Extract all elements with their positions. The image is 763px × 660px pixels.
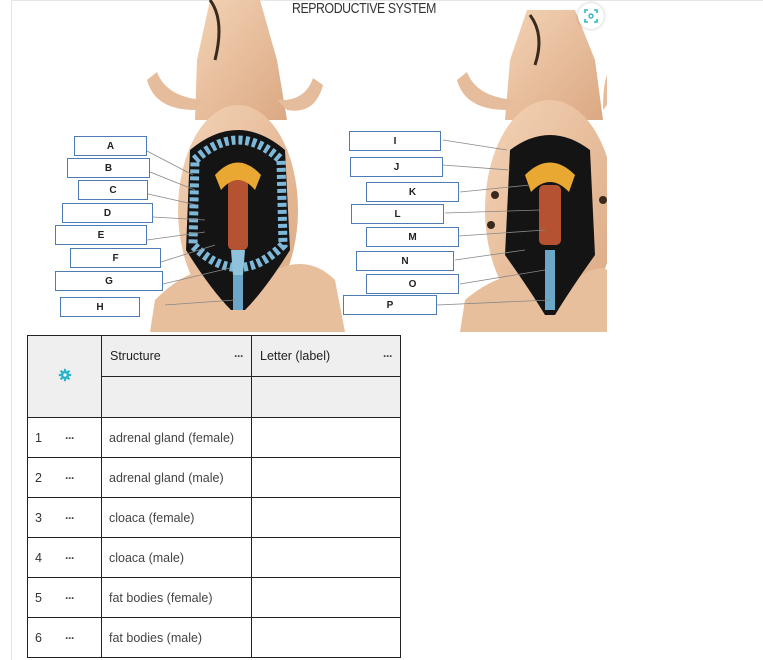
row-number: 5 — [35, 590, 42, 605]
row-menu-button[interactable]: ··· — [65, 630, 75, 645]
structure-cell: fat bodies (male) — [101, 617, 252, 658]
table-row: 5 ··· fat bodies (female) — [27, 577, 401, 618]
row-index-cell: 5 ··· — [27, 577, 102, 618]
column-title-letter: Letter (label) — [260, 349, 331, 363]
row-number: 6 — [35, 630, 42, 645]
structure-cell: fat bodies (female) — [101, 577, 252, 618]
frog-illustrations — [144, 0, 607, 332]
structure-cell: adrenal gland (male) — [101, 457, 252, 498]
row-menu-button[interactable]: ··· — [65, 590, 75, 605]
row-menu-button[interactable]: ··· — [65, 510, 75, 525]
column-title-structure: Structure — [110, 349, 161, 363]
row-number: 2 — [35, 470, 42, 485]
letter-value[interactable] — [252, 631, 259, 645]
expand-icon — [584, 9, 598, 23]
column-subheader-structure — [101, 376, 252, 418]
page-top-border — [11, 0, 763, 1]
row-index-cell: 6 ··· — [27, 617, 102, 658]
row-menu-button[interactable]: ··· — [65, 430, 75, 445]
column-menu-button-structure[interactable]: ··· — [234, 349, 244, 363]
label-box-p: P — [343, 295, 437, 315]
structure-text: adrenal gland (female) — [109, 430, 235, 445]
page-left-border — [11, 0, 12, 660]
label-box-c: C — [78, 180, 148, 200]
letter-value[interactable] — [252, 511, 259, 525]
letter-input-cell[interactable] — [251, 497, 401, 538]
table-corner-cell — [27, 335, 102, 418]
row-number: 1 — [35, 430, 42, 445]
label-box-e: E — [55, 225, 147, 245]
expand-image-button[interactable] — [578, 3, 604, 29]
structure-text: fat bodies (male) — [109, 630, 203, 645]
row-index-cell: 4 ··· — [27, 537, 102, 578]
frog-female — [147, 0, 345, 332]
label-box-i: I — [349, 131, 441, 151]
letter-input-cell[interactable] — [251, 457, 401, 498]
table-row: 6 ··· fat bodies (male) — [27, 617, 401, 658]
column-subheader-letter — [251, 376, 401, 418]
label-box-n: N — [356, 251, 454, 271]
row-index-cell: 1 ··· — [27, 417, 102, 458]
table-row: 2 ··· adrenal gland (male) — [27, 457, 401, 498]
label-box-j: J — [350, 157, 443, 177]
letter-input-cell[interactable] — [251, 537, 401, 578]
label-box-m: M — [366, 227, 459, 247]
gear-icon[interactable] — [58, 368, 72, 382]
diagram-title: REPRODUCTIVE SYSTEM — [292, 0, 436, 17]
column-menu-button-letter[interactable]: ··· — [383, 349, 393, 363]
letter-value[interactable] — [252, 551, 259, 565]
frog-diagram: REPRODUCTIVE SYSTEM A B C D E F G H I J … — [55, 0, 607, 332]
row-index-cell: 3 ··· — [27, 497, 102, 538]
structure-text: cloaca (female) — [109, 510, 195, 525]
label-box-k: K — [366, 182, 459, 202]
label-box-b: B — [67, 158, 150, 178]
frog-male — [457, 10, 607, 332]
label-box-l: L — [351, 204, 444, 224]
row-menu-button[interactable]: ··· — [65, 550, 75, 565]
structure-cell: cloaca (male) — [101, 537, 252, 578]
structure-text: adrenal gland (male) — [109, 470, 224, 485]
row-menu-button[interactable]: ··· — [65, 470, 75, 485]
label-box-o: O — [366, 274, 459, 294]
label-box-h: H — [60, 297, 140, 317]
row-number: 3 — [35, 510, 42, 525]
structure-text: cloaca (male) — [109, 550, 185, 565]
table-row: 4 ··· cloaca (male) — [27, 537, 401, 578]
label-box-d: D — [62, 203, 153, 223]
label-box-a: A — [74, 136, 147, 156]
structure-cell: adrenal gland (female) — [101, 417, 252, 458]
row-number: 4 — [35, 550, 42, 565]
column-header-structure: Structure ··· — [101, 335, 252, 377]
letter-value[interactable] — [252, 431, 259, 445]
letter-input-cell[interactable] — [251, 417, 401, 458]
table-row: 1 ··· adrenal gland (female) — [27, 417, 401, 458]
label-box-f: F — [70, 248, 161, 268]
letter-value[interactable] — [252, 591, 259, 605]
structure-text: fat bodies (female) — [109, 590, 213, 605]
answer-table: Structure ··· Letter (label) ··· 1 ··· ad… — [27, 335, 401, 658]
column-header-letter: Letter (label) ··· — [251, 335, 401, 377]
table-row: 3 ··· cloaca (female) — [27, 497, 401, 538]
letter-input-cell[interactable] — [251, 577, 401, 618]
label-box-g: G — [55, 271, 163, 291]
letter-input-cell[interactable] — [251, 617, 401, 658]
structure-cell: cloaca (female) — [101, 497, 252, 538]
letter-value[interactable] — [252, 471, 259, 485]
row-index-cell: 2 ··· — [27, 457, 102, 498]
